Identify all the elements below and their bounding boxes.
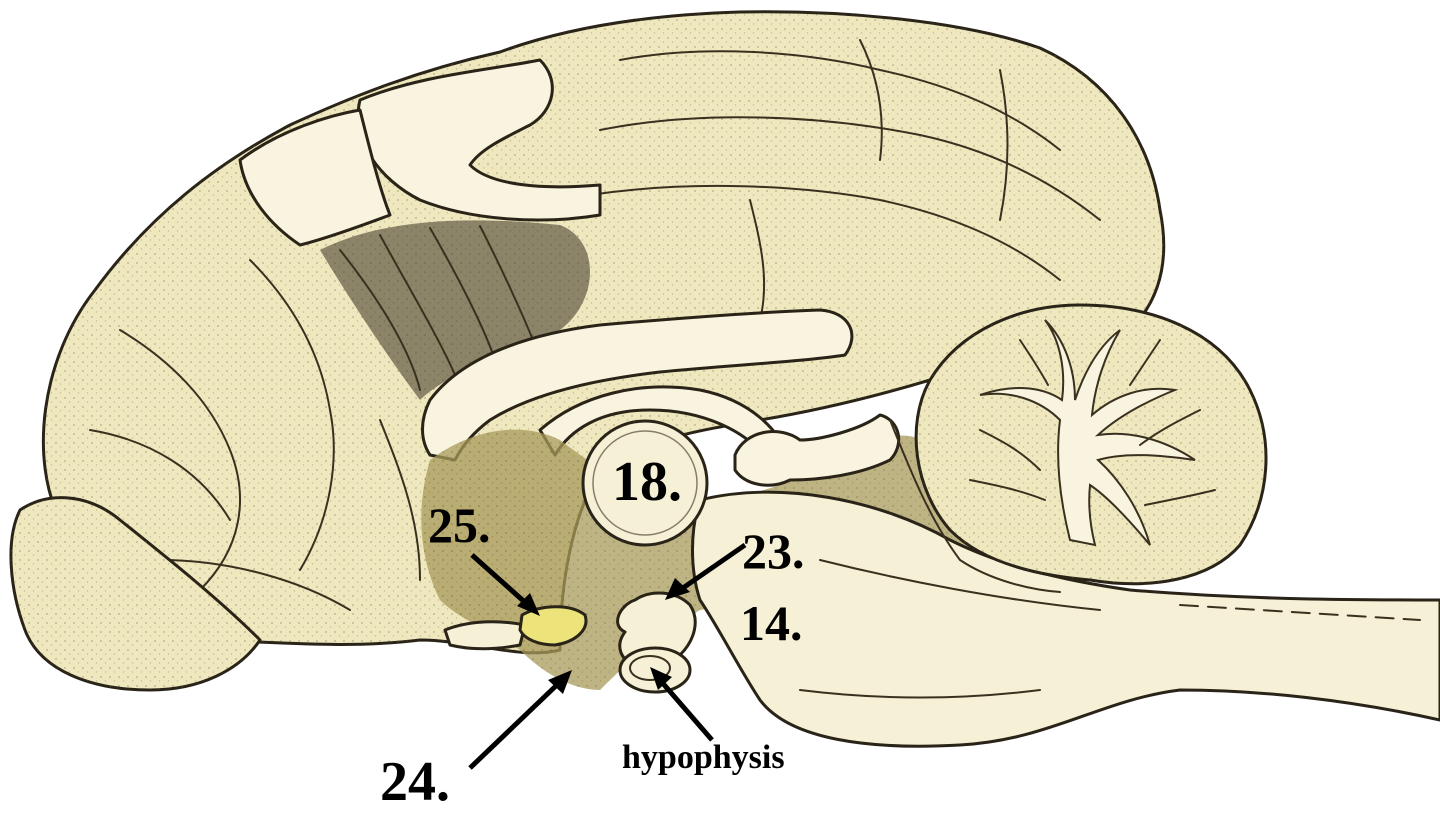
- cerebellum: [914, 303, 1268, 586]
- label-25: 25.: [428, 497, 491, 553]
- label-23: 23.: [742, 523, 805, 579]
- interthalamic-adhesion: [581, 419, 709, 547]
- label-14: 14.: [740, 595, 803, 651]
- midbrain-structures: [733, 413, 1061, 593]
- olfactory-bulb: [9, 496, 262, 692]
- ventral-structures: [443, 591, 697, 694]
- label-24: 24.: [380, 751, 450, 813]
- label-hypophysis: hypophysis: [622, 739, 785, 776]
- label-18: 18.: [612, 451, 682, 513]
- label-arrows: [468, 542, 747, 770]
- brainstem: [691, 490, 1440, 748]
- optic-chiasm: [518, 605, 588, 647]
- corpus-callosum: [238, 58, 854, 467]
